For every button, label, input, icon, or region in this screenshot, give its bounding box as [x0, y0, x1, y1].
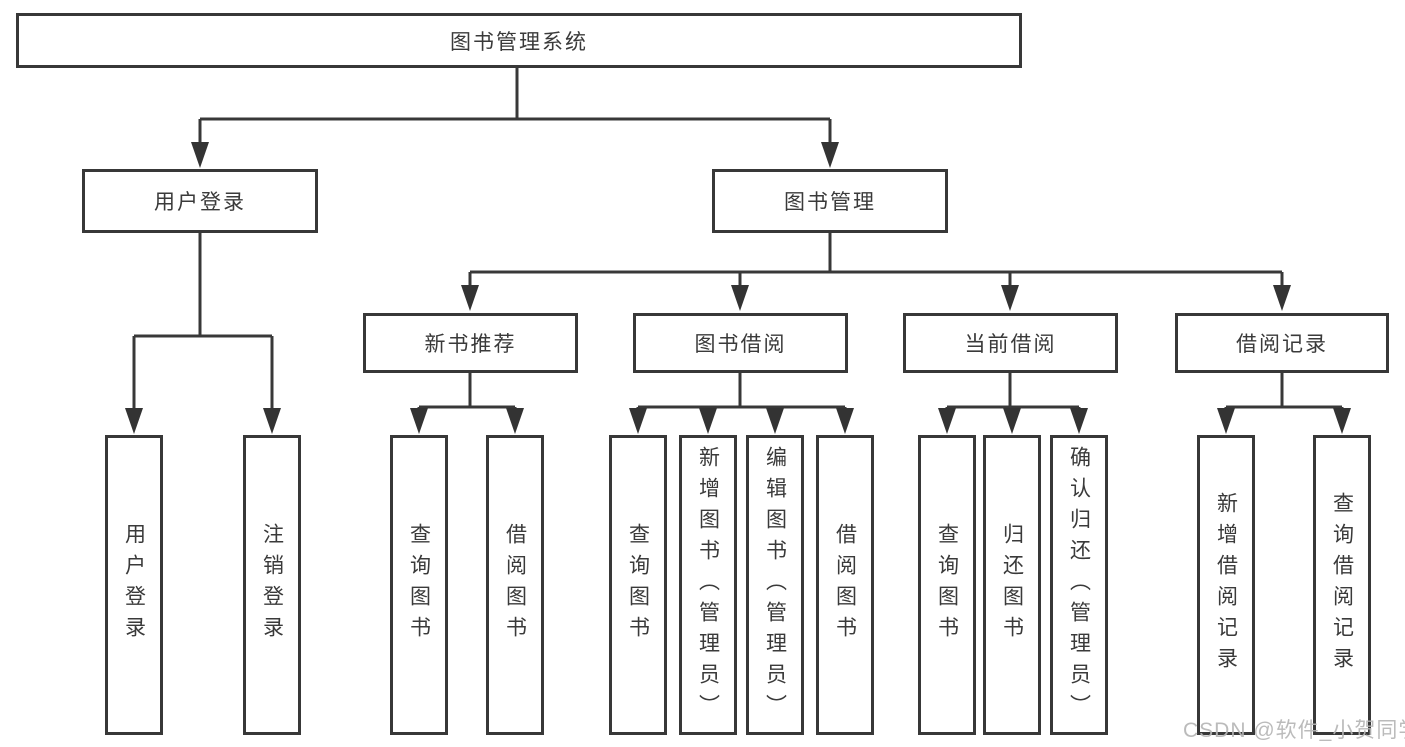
node-label: 借阅图书: [833, 523, 857, 647]
leaf-user-login: 用户登录: [105, 435, 163, 735]
arrowheads: [125, 142, 1351, 434]
arrow-down-icon: [461, 285, 479, 311]
node-label: 用户登录: [154, 191, 246, 214]
connector-new-book: [417, 373, 517, 416]
arrow-down-icon: [191, 142, 209, 168]
leaf-bb-add-books-admin: 新增图书（管理员）: [679, 435, 737, 735]
node-label: 注销登录: [260, 523, 284, 647]
leaf-nb-borrow-books: 借阅图书: [486, 435, 544, 735]
node-label: 查询图书: [935, 523, 959, 647]
arrow-down-icon: [125, 408, 143, 434]
arrow-down-icon: [1217, 408, 1235, 434]
node-label: 图书借阅: [694, 333, 787, 356]
node-label: 图书管理: [784, 191, 876, 214]
arrow-down-icon: [506, 408, 524, 434]
connector-borrow-records: [1224, 373, 1344, 416]
node-user-login: 用户登录: [82, 169, 318, 233]
arrow-down-icon: [836, 408, 854, 434]
csdn-watermark: CSDN @软件_小贺同学: [1183, 719, 1405, 742]
arrow-down-icon: [410, 408, 428, 434]
node-label: 新增图书（管理员）: [696, 445, 720, 725]
leaf-nb-query-books: 查询图书: [390, 435, 448, 735]
node-label: 查询图书: [407, 523, 431, 647]
leaf-cb-query-books: 查询图书: [918, 435, 976, 735]
node-borrow-records: 借阅记录: [1175, 313, 1389, 373]
arrow-down-icon: [1273, 285, 1291, 311]
arrow-down-icon: [699, 408, 717, 434]
node-label: 确认归还（管理员）: [1067, 445, 1091, 725]
node-label: 借阅记录: [1236, 333, 1328, 356]
connector-book-management: [468, 233, 1284, 292]
node-book-management: 图书管理: [712, 169, 948, 233]
arrow-down-icon: [629, 408, 647, 434]
node-label: 编辑图书（管理员）: [763, 445, 787, 725]
node-label: 查询借阅记录: [1330, 492, 1354, 678]
leaf-cb-return-books: 归还图书: [983, 435, 1041, 735]
arrow-down-icon: [263, 408, 281, 434]
node-label: 归还图书: [1000, 523, 1024, 647]
node-label: 查询图书: [626, 523, 650, 647]
arrow-down-icon: [1001, 285, 1019, 311]
connector-root: [198, 68, 832, 148]
arrow-down-icon: [1333, 408, 1351, 434]
node-label: 用户登录: [122, 523, 146, 647]
leaf-cb-confirm-return-admin: 确认归还（管理员）: [1050, 435, 1108, 735]
leaf-logout: 注销登录: [243, 435, 301, 735]
node-current-borrow: 当前借阅: [903, 313, 1118, 373]
leaf-bb-borrow-books: 借阅图书: [816, 435, 874, 735]
leaf-bb-query-books: 查询图书: [609, 435, 667, 735]
node-new-book-recommend: 新书推荐: [363, 313, 578, 373]
connector-user-login: [132, 233, 274, 414]
leaf-br-query-record: 查询借阅记录: [1313, 435, 1371, 735]
leaf-br-add-record: 新增借阅记录: [1197, 435, 1255, 735]
connector-book-borrow: [636, 373, 847, 416]
node-label: 图书管理系统: [450, 30, 588, 54]
arrow-down-icon: [821, 142, 839, 168]
node-label: 新书推荐: [424, 333, 517, 356]
node-library-system: 图书管理系统: [16, 13, 1022, 68]
leaf-bb-edit-books-admin: 编辑图书（管理员）: [746, 435, 804, 735]
arrow-down-icon: [1070, 408, 1088, 434]
arrow-down-icon: [731, 285, 749, 311]
node-label: 新增借阅记录: [1214, 492, 1238, 678]
arrow-down-icon: [938, 408, 956, 434]
node-label: 当前借阅: [964, 333, 1057, 356]
arrow-down-icon: [1003, 408, 1021, 434]
node-book-borrow: 图书借阅: [633, 313, 848, 373]
arrow-down-icon: [766, 408, 784, 434]
node-label: 借阅图书: [503, 523, 527, 647]
